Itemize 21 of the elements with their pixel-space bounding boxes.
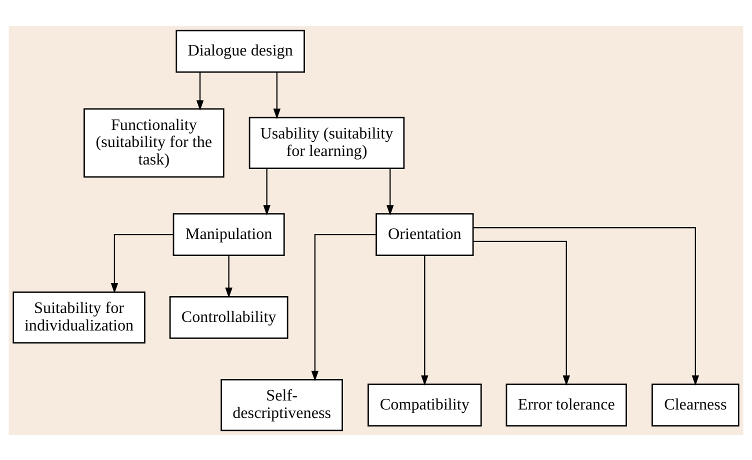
arrow bbox=[421, 254, 428, 386]
node-box: Controllability bbox=[169, 296, 288, 338]
node-box: Suitability for individualization bbox=[12, 290, 146, 344]
arrow bbox=[473, 226, 700, 386]
arrow bbox=[110, 233, 174, 293]
node-box: Dialogue design bbox=[176, 29, 305, 72]
arrow bbox=[196, 72, 204, 110]
arrow bbox=[225, 254, 232, 298]
arrow bbox=[386, 168, 394, 216]
node-box: Usability (suitability for learning) bbox=[248, 116, 405, 168]
node-box: Orientation bbox=[376, 212, 474, 256]
arrow bbox=[273, 72, 281, 119]
node-box: Compatibility bbox=[368, 383, 482, 426]
node-box: Manipulation bbox=[172, 212, 285, 256]
arrow bbox=[473, 240, 570, 386]
node-box: Error tolerance bbox=[506, 383, 627, 426]
arrow bbox=[311, 233, 376, 381]
node-box: Functionality (suitability for the task) bbox=[84, 108, 224, 178]
arrow bbox=[263, 168, 270, 216]
node-box: Clearness bbox=[652, 383, 740, 426]
node-box: Self-descriptiveness bbox=[220, 378, 343, 431]
